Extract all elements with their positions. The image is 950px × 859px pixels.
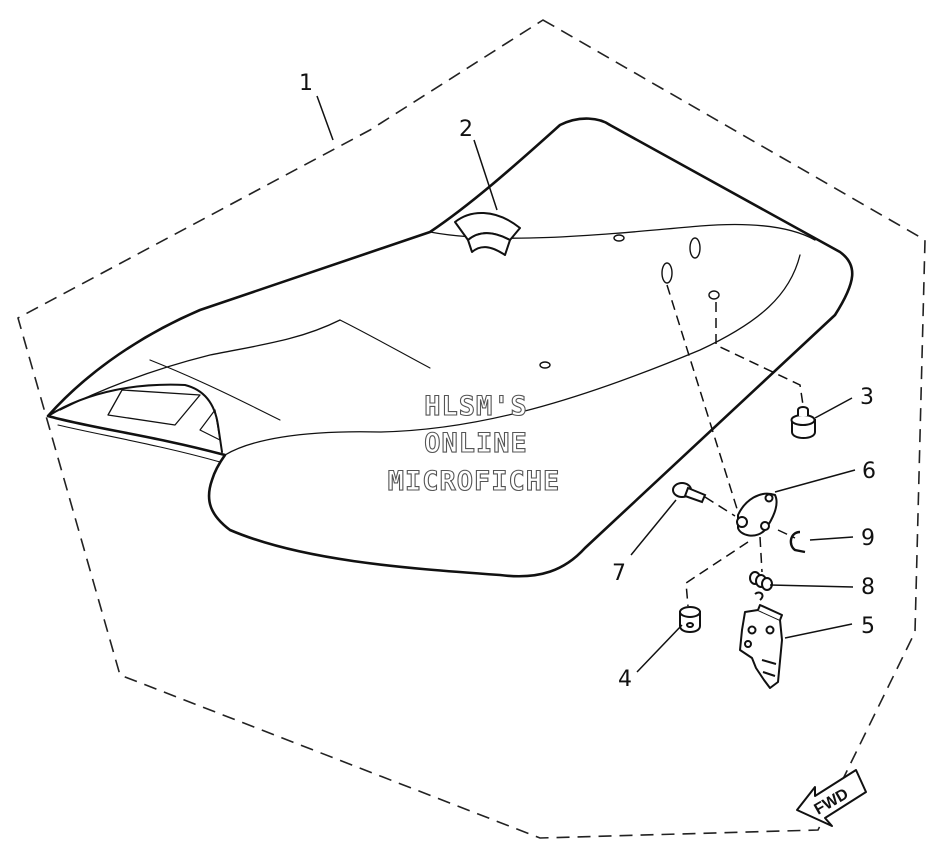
seat-front-panel: [107, 389, 201, 426]
seat-rear-bevel-inner: [57, 424, 221, 463]
part-7-bolt: [672, 482, 707, 504]
part-6-plate: [736, 492, 778, 537]
callout-9: 9: [861, 526, 875, 551]
part-3-cap: [790, 406, 816, 439]
forward-direction-indicator: FWD: [796, 769, 867, 827]
mount-hole: [539, 361, 551, 369]
watermark-line-1: HLSM'S: [424, 391, 528, 422]
part-2-strap: [454, 211, 521, 256]
assembly-guides: [666, 284, 804, 607]
fwd-arrow-icon: [796, 769, 867, 827]
part-8-spring: [749, 571, 773, 601]
callout-2: 2: [459, 117, 473, 142]
leader-lines: [316, 95, 856, 673]
callout-6: 6: [862, 459, 876, 484]
watermark-line-3: MICROFICHE: [388, 466, 561, 497]
seat-assembly: [46, 117, 854, 578]
watermark: HLSM'S ONLINE MICROFICHE: [387, 390, 561, 497]
callout-8: 8: [861, 575, 875, 600]
seat-outline: [46, 117, 854, 578]
callout-1: 1: [299, 71, 313, 96]
mount-hole: [661, 262, 673, 284]
mount-hole: [613, 234, 625, 242]
callout-4: 4: [618, 667, 632, 692]
seat-side-curve: [224, 254, 801, 456]
part-9-clip: [789, 530, 806, 554]
callout-5: 5: [861, 614, 875, 639]
seat-rear-bevel: [47, 383, 223, 453]
seat-crease-left: [149, 359, 281, 421]
mount-hole: [708, 290, 720, 300]
mount-hole: [689, 237, 701, 259]
part-4-grommet: [679, 606, 701, 633]
part-5-latch: [739, 604, 783, 689]
callout-7: 7: [612, 561, 626, 586]
watermark-line-2: ONLINE: [424, 428, 528, 459]
seat-front-panel-side: [199, 409, 221, 441]
callout-3: 3: [860, 385, 874, 410]
seat-crease-right: [339, 319, 431, 369]
assembly-boundary: [17, 19, 926, 839]
seat-front-face: [59, 319, 341, 411]
callouts: 1 2 3 4 5 6 7 8 9: [299, 71, 876, 692]
